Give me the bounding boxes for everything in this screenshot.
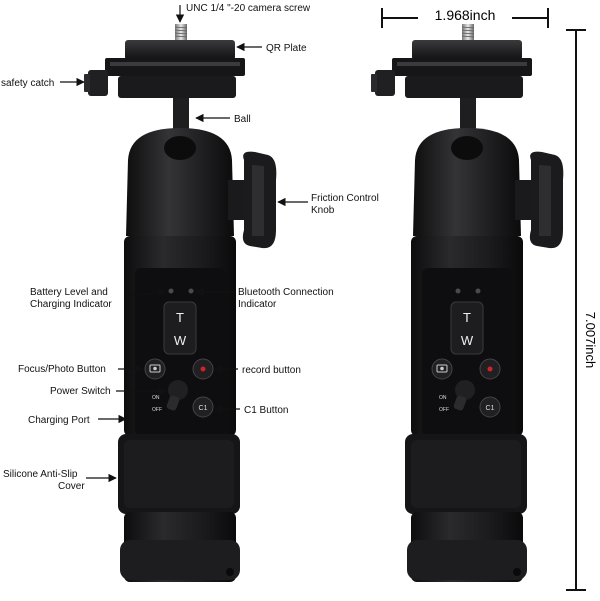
charging-port-label: Charging Port xyxy=(28,415,90,426)
zoom-w-label: W xyxy=(174,333,187,348)
ball-label: Ball xyxy=(234,114,251,125)
device-left: T W ON OFF C1 xyxy=(84,24,277,582)
battery-label-1: Battery Level and xyxy=(30,287,108,298)
focus-button-label: Focus/Photo Button xyxy=(18,364,106,375)
bluetooth-label-1: Bluetooth Connection xyxy=(238,287,334,298)
friction-knob-label-1: Friction Control xyxy=(311,193,379,204)
c1-mark-right: C1 xyxy=(486,405,495,412)
safety-catch xyxy=(88,70,108,96)
power-switch-label: Power Switch xyxy=(50,386,111,397)
qr-plate-label: QR Plate xyxy=(266,43,307,54)
battery-label-2: Charging Indicator xyxy=(30,299,112,310)
width-dimension-label: 1.968inch xyxy=(435,7,496,23)
switch-on-label: ON xyxy=(152,395,160,401)
switch-on-label-right: ON xyxy=(439,395,447,401)
bluetooth-label-2: Indicator xyxy=(238,299,277,310)
switch-off-label: OFF xyxy=(152,407,162,413)
silicone-cover-label-1: Silicone Anti-Slip xyxy=(3,469,78,480)
qr-plate xyxy=(105,40,245,98)
switch-off-label-right: OFF xyxy=(439,407,449,413)
zoom-w-label-right: W xyxy=(461,333,474,348)
zoom-t-label-right: T xyxy=(463,310,471,325)
power-switch xyxy=(168,380,188,400)
battery-arrow xyxy=(124,288,167,297)
zoom-t-label: T xyxy=(176,310,184,325)
camera-icon xyxy=(149,364,161,373)
friction-knob-label-2: Knob xyxy=(311,205,335,216)
device-right: T W ON OFF C1 xyxy=(371,24,564,582)
c1-mark: C1 xyxy=(199,405,208,412)
height-dimension xyxy=(566,29,586,591)
silicone-cover-label-2: Cover xyxy=(58,481,85,492)
camera-screw xyxy=(175,24,187,40)
zoom-rocker xyxy=(163,301,197,355)
camera-screw-label: UNC 1/4 "-20 camera screw xyxy=(186,3,311,14)
bluetooth-led xyxy=(188,288,194,294)
ball xyxy=(173,98,189,138)
friction-control-knob xyxy=(228,151,277,249)
safety-catch-label: safety catch xyxy=(1,78,54,89)
c1-button-label: C1 Button xyxy=(244,405,288,416)
record-button-label: record button xyxy=(242,365,301,376)
height-dimension-label: 7.007inch xyxy=(583,312,598,368)
battery-led xyxy=(168,288,174,294)
c1-button xyxy=(192,396,214,418)
